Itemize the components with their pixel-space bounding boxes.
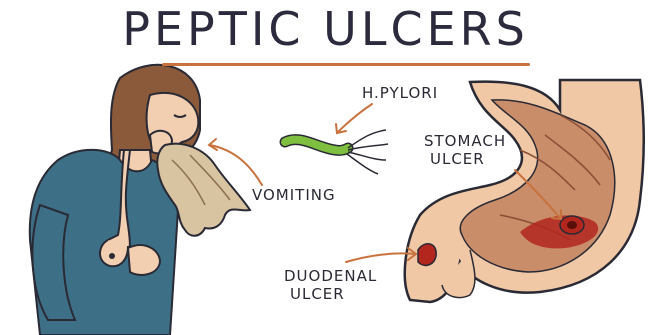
arrow-hpylori xyxy=(338,104,372,132)
label-duodenal-ulcer-line2: ULCER xyxy=(284,285,377,303)
label-vomiting: VOMITING xyxy=(252,186,336,204)
page-title: PEPTIC ULCERS xyxy=(0,2,651,56)
stomach-organ xyxy=(405,80,644,302)
label-stomach-ulcer-line2: ULCER xyxy=(424,150,506,168)
h-pylori-bacterium xyxy=(285,130,388,174)
label-h-pylori: H.PYLORI xyxy=(362,84,438,102)
label-duodenal-ulcer: DUODENAL ULCER xyxy=(284,267,377,303)
label-duodenal-ulcer-line1: DUODENAL xyxy=(284,267,377,285)
label-stomach-ulcer: STOMACH ULCER xyxy=(424,132,506,168)
title-underline xyxy=(162,63,530,66)
arrow-vomiting-head xyxy=(209,139,217,150)
label-stomach-ulcer-line1: STOMACH xyxy=(424,132,506,150)
